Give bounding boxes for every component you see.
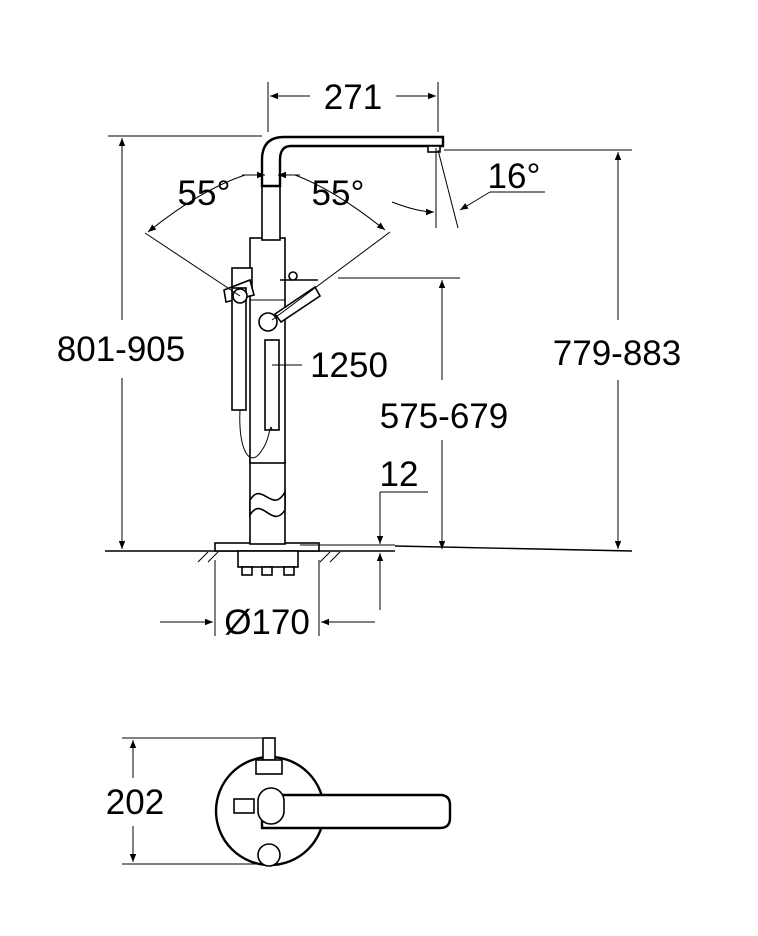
diameter-dimension: [160, 560, 375, 636]
handle-lever: [273, 271, 322, 324]
left-angle-label: 55°: [178, 174, 231, 213]
floor-offset-dimension: [300, 491, 428, 610]
hand-shower: [223, 267, 280, 459]
overall-height-label: 801-905: [57, 330, 185, 369]
floor-line: [105, 545, 633, 563]
hose-length-label: 1250: [310, 346, 388, 385]
depth-label: 202: [106, 783, 164, 822]
reach-label: 271: [324, 78, 382, 117]
top-view: [122, 737, 452, 867]
diameter-label: Ø170: [224, 603, 310, 642]
spout-angle-label: 16°: [488, 157, 541, 196]
front-view: [105, 82, 633, 636]
handshower-height-label: 575-679: [380, 397, 508, 436]
reach-dimension: [267, 82, 439, 132]
floor-offset-label: 12: [380, 455, 419, 494]
spout-height-label: 779-883: [553, 334, 681, 373]
floor-flange: [214, 542, 320, 576]
handshower-height-dimension: [338, 277, 460, 549]
overall-height-dimension: [108, 135, 262, 549]
depth-dimension: [122, 737, 262, 865]
right-angle-label: 55°: [312, 174, 365, 213]
spout: [260, 135, 445, 188]
spout-angle: [391, 148, 545, 229]
angle-lines: [144, 171, 391, 321]
spout-height-dimension: [444, 149, 632, 549]
spout-outlet: [427, 145, 441, 153]
